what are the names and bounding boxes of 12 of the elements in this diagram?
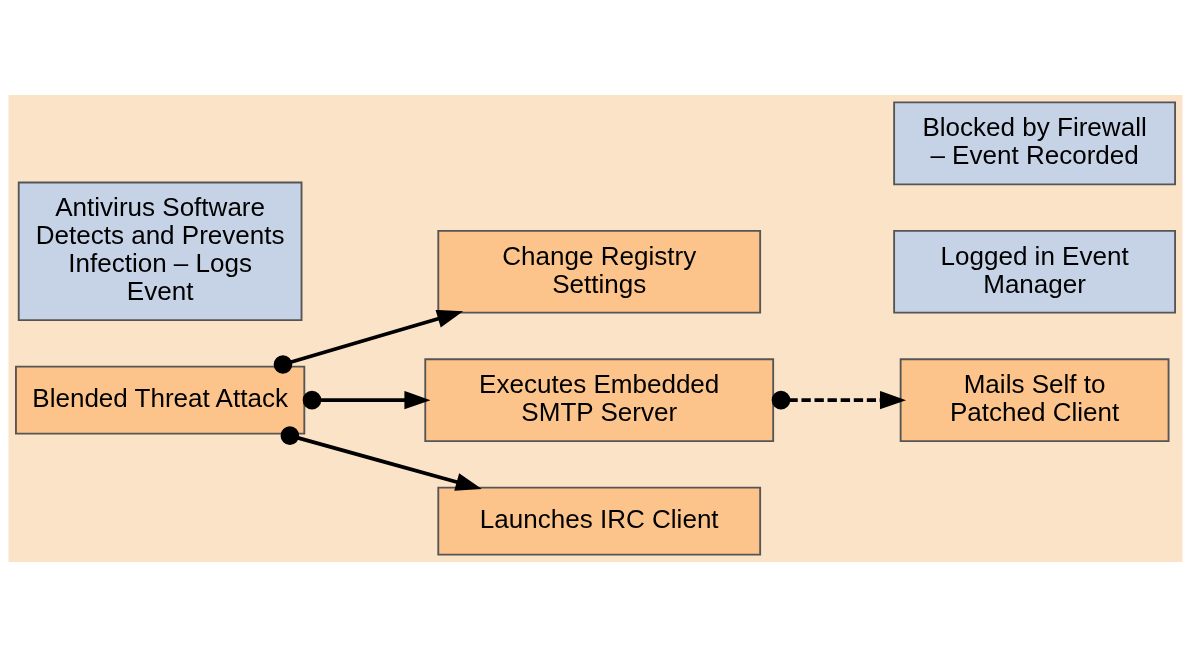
- node-box: Blended Threat Attack: [15, 365, 306, 435]
- arrow: [771, 390, 907, 410]
- node-box: Change Registry Settings: [437, 229, 762, 314]
- arrow: [280, 426, 482, 491]
- arrow: [273, 309, 464, 374]
- node-box: Blocked by Firewall – Event Recorded: [893, 101, 1176, 186]
- node-box: Logged in Event Manager: [893, 229, 1176, 314]
- node-box: Launches IRC Client: [437, 486, 762, 556]
- node-box: Executes Embedded SMTP Server: [424, 358, 775, 442]
- node-box: Antivirus Software Detects and Prevents Infection – Logs Event: [17, 181, 303, 322]
- node-box: Mails Self to Patched Client: [899, 358, 1170, 442]
- arrow: [302, 390, 431, 410]
